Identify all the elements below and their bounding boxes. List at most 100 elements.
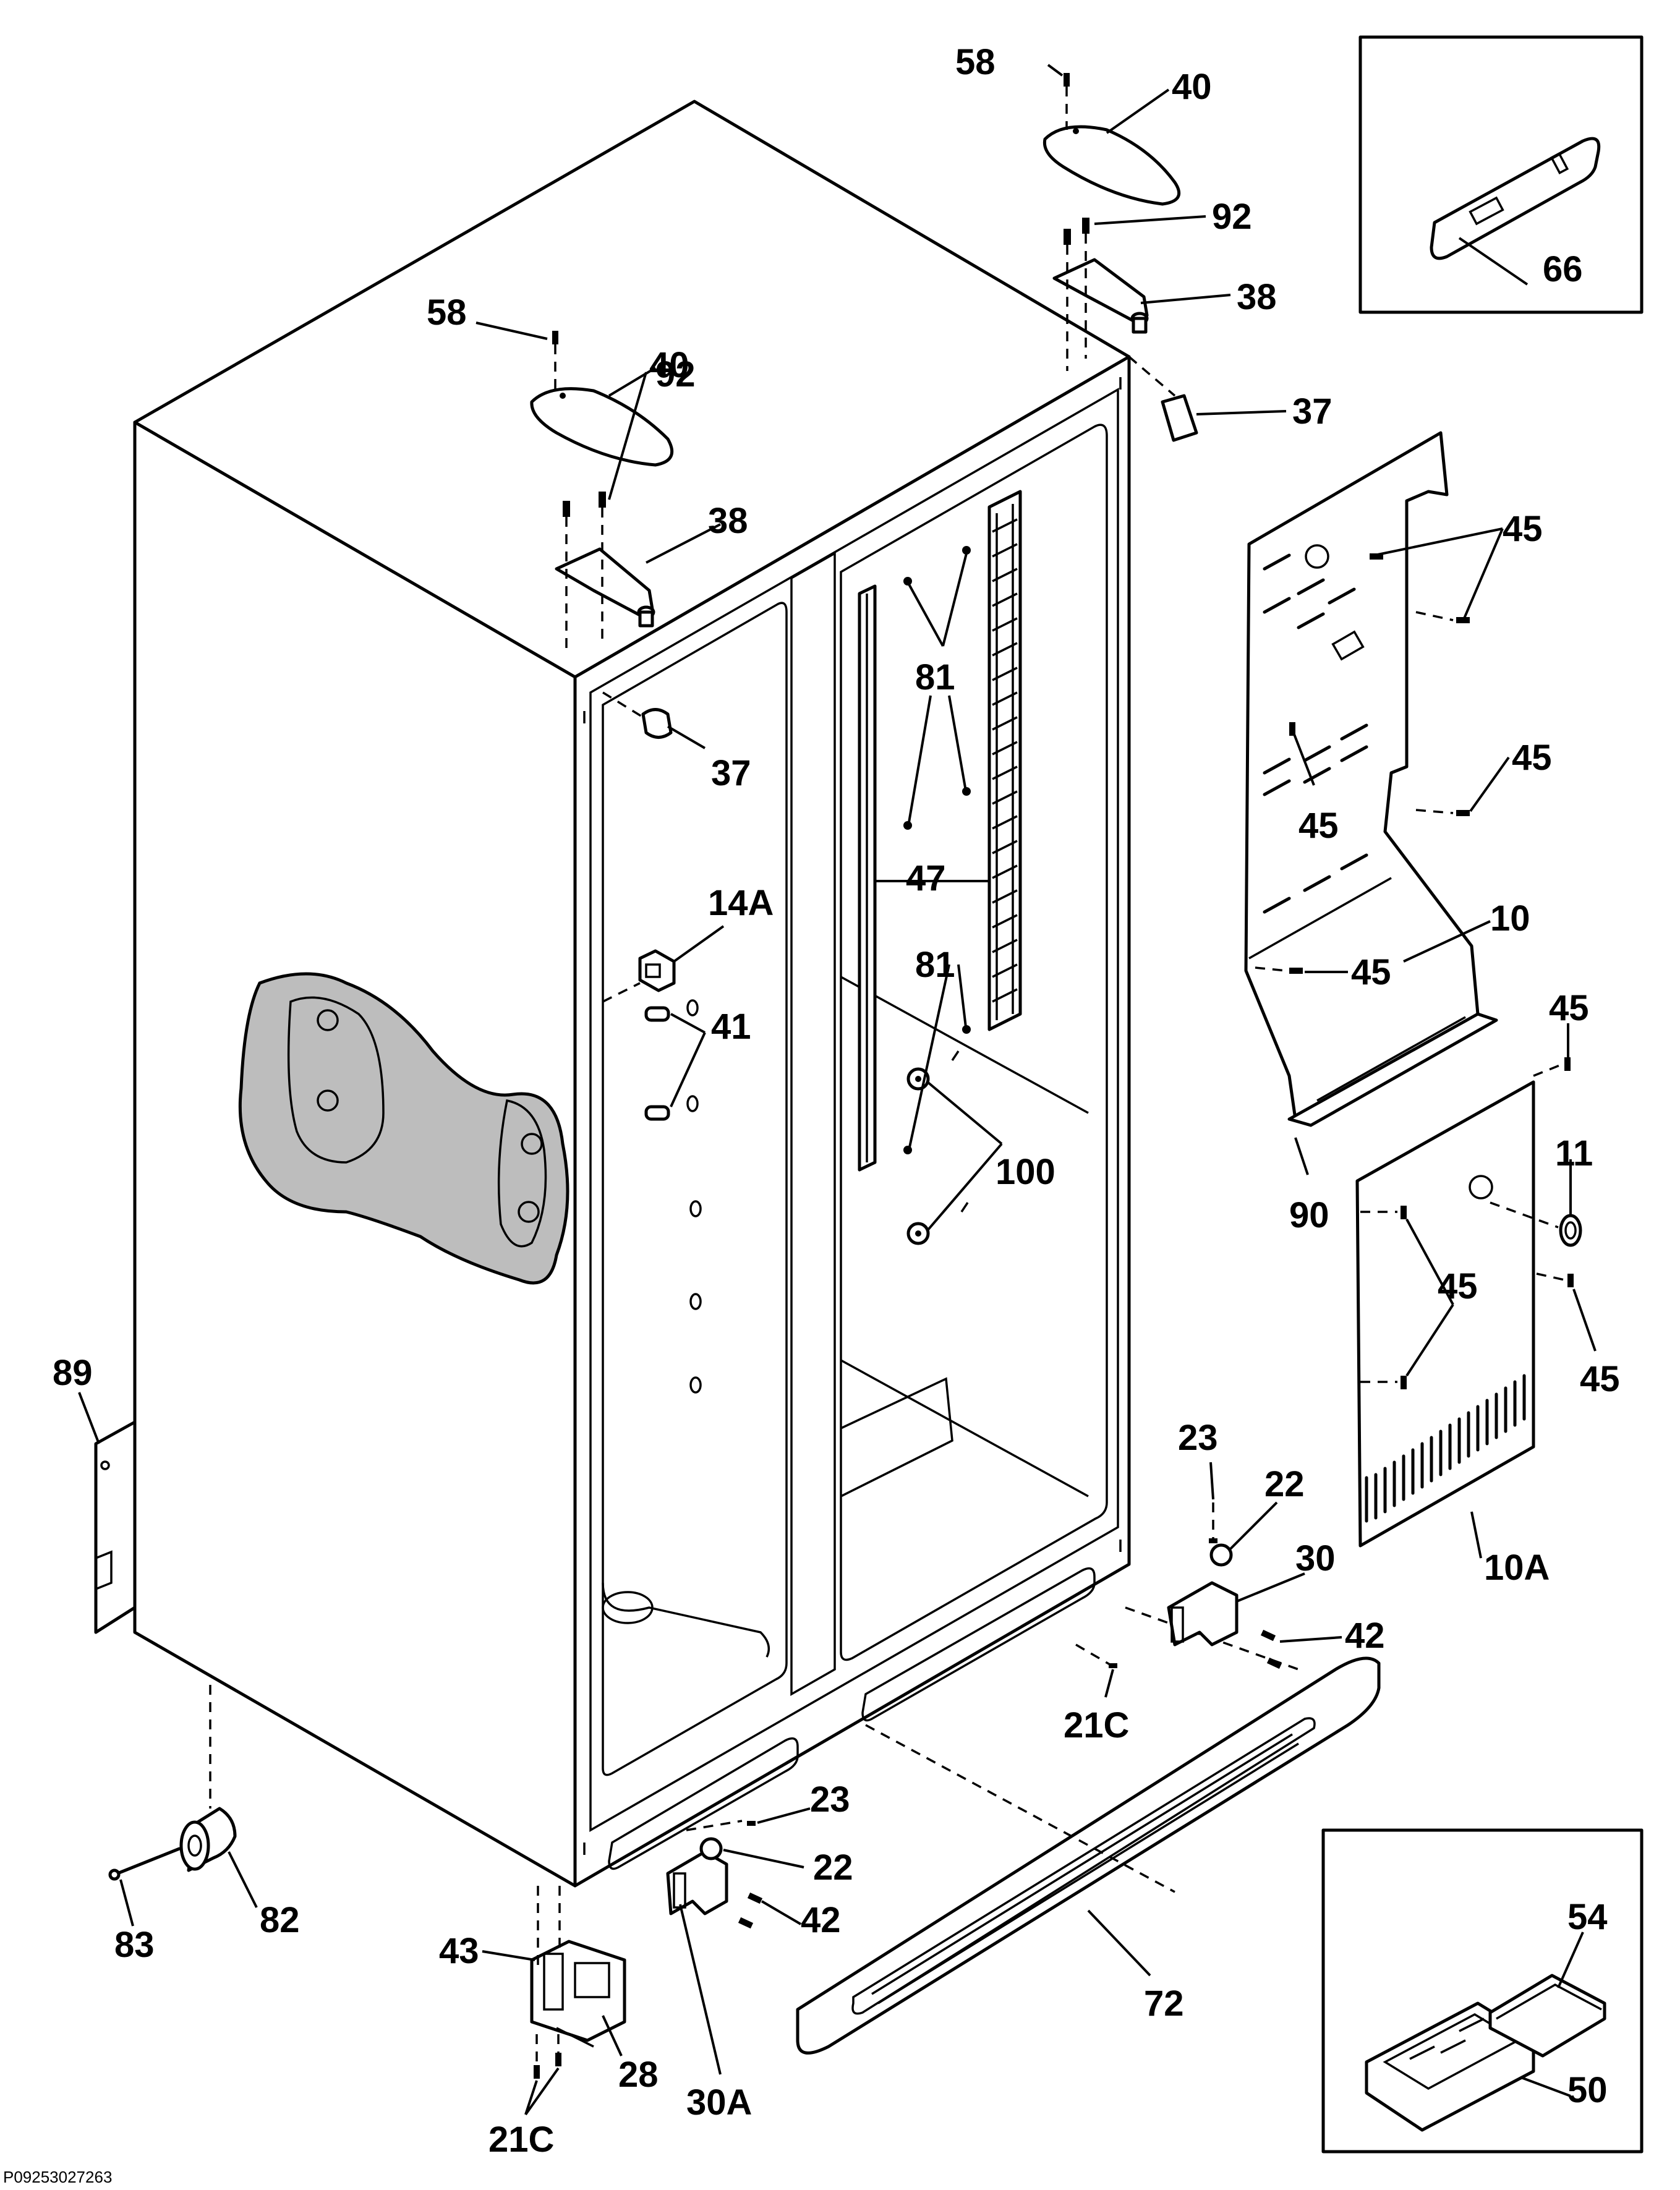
callout-42-right: 42 [1345,1616,1385,1656]
screw-45-h [1401,1376,1407,1389]
leader-lines [78,64,1597,2116]
callout-40-left: 40 [649,345,689,385]
screw-45-d [1456,810,1470,816]
callout-45-c: 45 [1512,738,1552,778]
screw-45-g [1401,1206,1407,1219]
callout-43: 43 [439,1931,479,1971]
callout-81-a: 81 [915,657,955,697]
screw-42-left-b [738,1917,754,1929]
callout-23-right: 23 [1178,1418,1218,1458]
bracket-54 [1488,1974,1606,2058]
screw-42-right-a [1260,1629,1276,1642]
callout-89: 89 [53,1353,93,1393]
callout-72: 72 [1144,1983,1184,2024]
callout-45-a: 45 [1503,509,1543,549]
screw-42-right-b [1266,1657,1282,1669]
hinge-bracket-30a [666,1850,728,1915]
cam-22-right [1209,1543,1233,1567]
callout-100: 100 [996,1152,1055,1192]
screw-45-c [1289,722,1295,736]
callout-23-left: 23 [810,1779,850,1820]
callout-11: 11 [1555,1133,1593,1174]
insulation-panel [238,972,569,1285]
callout-10a: 10A [1484,1548,1550,1588]
switch-14a [638,949,676,992]
tray-50 [1365,2001,1535,2132]
callout-58-top: 58 [955,42,996,82]
callout-22-left: 22 [813,1847,853,1888]
roller-82 [179,1807,237,1872]
callout-21c-left: 21C [488,2120,554,2160]
callout-21c-right: 21C [1064,1705,1129,1745]
hinge-38-left [555,547,655,628]
screw-45-i [1567,1274,1574,1287]
callout-83: 83 [114,1925,155,1965]
callout-37-left: 37 [711,753,751,793]
shelf-support-41-b [644,1105,670,1121]
screw-45-e [1289,968,1303,974]
callout-66: 66 [1543,249,1583,289]
screw-45-f [1564,1057,1571,1071]
kickplate-72 [796,1656,1381,2055]
screw-92-top-b [1082,218,1089,234]
callout-42-left: 42 [801,1900,841,1940]
callout-28: 28 [618,2055,659,2095]
rear-panel-10a [1355,1080,1535,1548]
shelf-rail-left [858,584,877,1172]
callout-90: 90 [1289,1195,1329,1235]
screw-81-c [903,821,912,830]
clip-100-b [906,1222,930,1245]
callout-45-g: 45 [1580,1359,1620,1399]
inset-54-50 [1321,1828,1644,2154]
hinge-38-top [1052,258,1149,334]
screw-92-left-b [599,492,606,508]
screw-83 [108,1847,181,1881]
screw-92-top-a [1064,229,1071,245]
callouts: 58 40 92 38 37 58 40 92 38 66 45 45 45 4… [53,42,1620,2160]
callout-41: 41 [711,1007,751,1047]
shelf-support-41-a [644,1006,670,1022]
rear-panel-10 [1244,431,1480,1121]
callout-92-left: 92 [655,354,696,394]
screw-23-right [1209,1538,1217,1543]
callout-38-top: 38 [1237,277,1277,317]
screw-45-a [1370,553,1383,560]
inset-66 [1358,35,1644,314]
callout-14a: 14A [708,883,774,923]
screw-58-top [1064,73,1070,87]
callout-54: 54 [1567,1897,1608,1937]
hinge-pin-37-left [641,708,673,739]
hinge-cover-left [530,387,674,467]
grommet-11 [1559,1214,1582,1247]
screw-81-b [962,546,971,555]
callout-82: 82 [260,1900,300,1940]
screw-21c-left-a [534,2065,540,2079]
screw-92-left-a [563,501,570,517]
hinge-cover-top [1043,125,1181,206]
screw-42-left-a [747,1892,763,1904]
bracket-89 [94,1420,137,1634]
callout-45-d: 45 [1351,952,1391,992]
screw-45-b [1456,617,1470,623]
callout-81-b: 81 [915,945,955,985]
callout-45-e: 45 [1549,988,1589,1028]
shelf-rail-right [987,490,1022,1031]
screw-21c-left-b [555,2053,561,2066]
relay-bracket-43 [530,1940,626,2048]
callout-92-top: 92 [1212,197,1252,237]
callout-37-top: 37 [1292,391,1332,432]
screw-23-left [747,1821,756,1826]
screw-81-a [903,577,912,586]
strip-90 [1287,1012,1498,1127]
callout-30: 30 [1295,1538,1336,1579]
callout-47: 47 [906,858,946,898]
callout-40-top: 40 [1172,67,1212,107]
cam-22-left [699,1837,723,1860]
callout-30a: 30A [686,2082,752,2123]
hinge-bracket-30 [1167,1581,1239,1647]
callout-50: 50 [1567,2070,1608,2110]
hinge-pin-37-top [1161,394,1198,442]
callout-45-f: 45 [1438,1266,1478,1306]
diagram-code: P09253027263 [3,2168,112,2186]
